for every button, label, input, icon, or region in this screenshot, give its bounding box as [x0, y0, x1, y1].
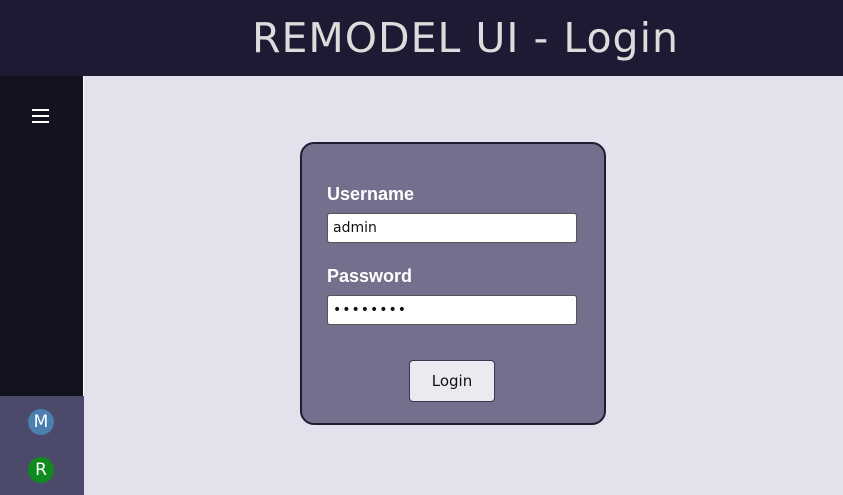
username-label: Username — [327, 184, 415, 204]
sidebar-user-panel: M R — [0, 396, 84, 495]
app-header: REMODEL UI - Login — [0, 0, 843, 76]
username-input[interactable]: admin — [327, 213, 577, 243]
avatar-m[interactable]: M — [28, 409, 54, 435]
page-title: REMODEL UI - Login — [252, 14, 679, 62]
password-value: •••••••• — [333, 302, 408, 318]
hamburger-menu-icon[interactable] — [28, 105, 54, 127]
menu-bar-middle — [32, 115, 49, 117]
menu-bar-top — [32, 109, 49, 111]
password-label: Password — [327, 266, 413, 286]
login-card: Username admin Password •••••••• Login — [300, 142, 606, 425]
avatar-r[interactable]: R — [28, 457, 54, 483]
sidebar — [0, 76, 83, 396]
username-value: admin — [333, 220, 377, 236]
login-button[interactable]: Login — [409, 360, 495, 402]
menu-bar-bottom — [32, 121, 49, 123]
password-input[interactable]: •••••••• — [327, 295, 577, 325]
